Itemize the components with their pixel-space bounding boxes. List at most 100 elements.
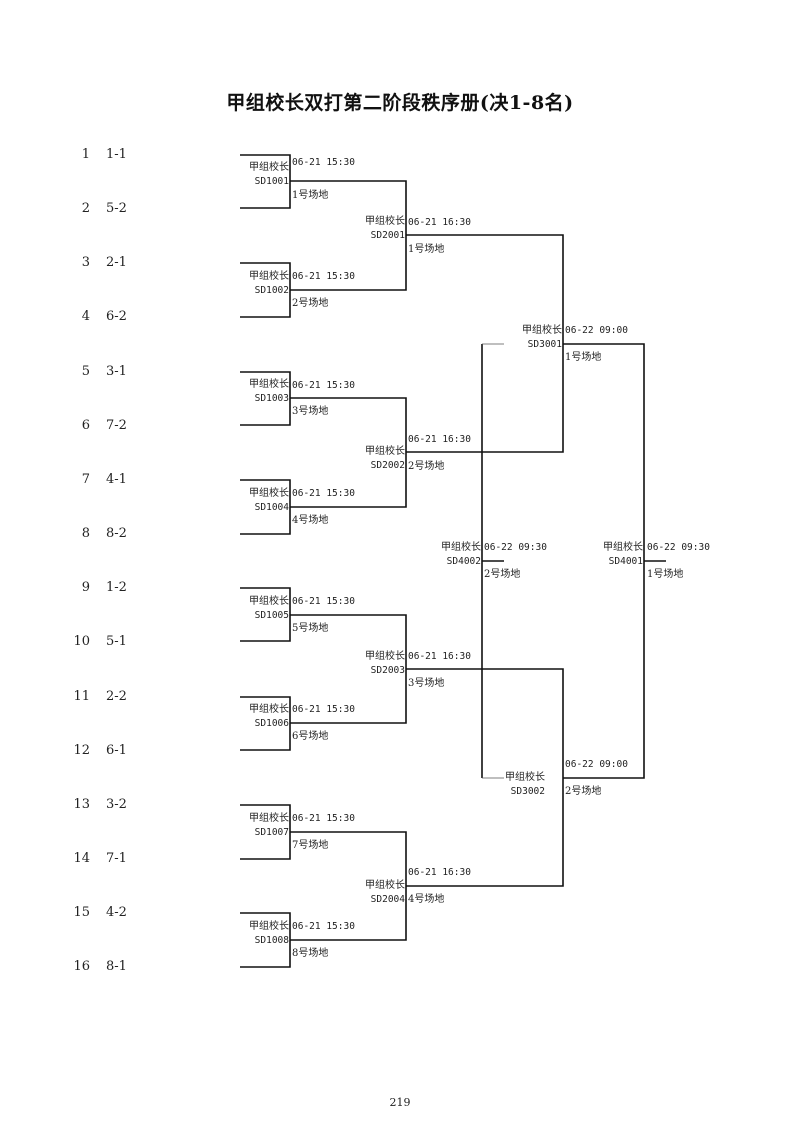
match-label-sd1008: 甲组校长 SD1008 [209, 921, 289, 947]
page-number: 219 [389, 1096, 411, 1109]
match-id: SD2003 [370, 665, 405, 676]
match-court: 1号场地 [408, 244, 445, 255]
match-court: 1号场地 [292, 190, 329, 201]
seed-number: 3 [81, 255, 90, 270]
match-court: 2号场地 [484, 569, 521, 580]
seed-number: 5 [81, 364, 90, 379]
match-time: 06-21 15:30 [292, 596, 355, 607]
match-group: 甲组校长 [522, 325, 562, 336]
seed-code: 3-2 [106, 797, 127, 812]
match-court: 7号场地 [292, 840, 329, 851]
match-court: 1号场地 [647, 569, 684, 580]
match-label-sd2003: 甲组校长 SD2003 [325, 651, 405, 677]
seed-number: 1 [81, 147, 90, 162]
match-label-sd2002: 甲组校长 SD2002 [325, 446, 405, 472]
match-label-sd1001: 甲组校长 SD1001 [209, 162, 289, 188]
seed-number: 11 [73, 689, 90, 704]
match-label-sd1002: 甲组校长 SD1002 [209, 271, 289, 297]
page-title: 甲组校长双打第二阶段秩序册(决1-8名) [226, 92, 574, 114]
match-label-sd4001: 甲组校长 SD4001 [563, 542, 643, 568]
match-label-sd1007: 甲组校长 SD1007 [209, 813, 289, 839]
match-court: 4号场地 [408, 894, 445, 905]
match-id: SD2004 [370, 894, 405, 905]
match-group: 甲组校长 [365, 446, 405, 457]
match-court: 6号场地 [292, 731, 329, 742]
match-group: 甲组校长 [249, 271, 289, 282]
match-time: 06-22 09:30 [647, 542, 710, 553]
match-label-sd1003: 甲组校长 SD1003 [209, 379, 289, 405]
seed-code: 1-1 [106, 147, 127, 162]
match-time: 06-21 16:30 [408, 217, 471, 228]
match-time: 06-21 16:30 [408, 434, 471, 445]
seed-number: 7 [81, 472, 90, 487]
match-time: 06-21 16:30 [408, 867, 471, 878]
match-label-sd1005: 甲组校长 SD1005 [209, 596, 289, 622]
seed-code: 6-1 [106, 743, 127, 758]
match-group: 甲组校长 [249, 162, 289, 173]
match-group: 甲组校长 [603, 542, 643, 553]
match-court: 5号场地 [292, 623, 329, 634]
match-id: SD1004 [254, 502, 289, 513]
match-group: 甲组校长 [249, 596, 289, 607]
match-time: 06-21 15:30 [292, 380, 355, 391]
match-id: SD3002 [510, 786, 545, 797]
match-court: 2号场地 [408, 461, 445, 472]
seed-code: 8-1 [106, 959, 127, 974]
match-group: 甲组校长 [441, 542, 481, 553]
match-group: 甲组校长 [365, 880, 405, 891]
match-time: 06-22 09:00 [565, 325, 628, 336]
match-group: 甲组校长 [249, 488, 289, 499]
match-group: 甲组校长 [249, 379, 289, 390]
match-time: 06-21 15:30 [292, 271, 355, 282]
match-label-sd2004: 甲组校长 SD2004 [325, 880, 405, 906]
seed-code: 1-2 [106, 580, 127, 595]
match-label-sd1004: 甲组校长 SD1004 [209, 488, 289, 514]
match-court: 1号场地 [565, 352, 602, 363]
seed-code: 6-2 [106, 309, 127, 324]
match-group: 甲组校长 [505, 772, 545, 783]
match-label-sd3001: 甲组校长 SD3001 [482, 325, 562, 351]
seed-code: 5-1 [106, 634, 127, 649]
match-id: SD1008 [254, 935, 289, 946]
match-id: SD1005 [254, 610, 289, 621]
match-group: 甲组校长 [365, 651, 405, 662]
match-court: 3号场地 [408, 678, 445, 689]
seed-code: 7-1 [106, 851, 127, 866]
match-time: 06-22 09:30 [484, 542, 547, 553]
match-id: SD3001 [527, 339, 562, 350]
seed-code: 4-1 [106, 472, 127, 487]
match-court: 2号场地 [292, 298, 329, 309]
match-id: SD2002 [370, 460, 405, 471]
match-id: SD1002 [254, 285, 289, 296]
match-group: 甲组校长 [249, 813, 289, 824]
seed-code: 2-2 [106, 689, 127, 704]
match-court: 3号场地 [292, 406, 329, 417]
seed-number: 14 [73, 851, 90, 866]
match-id: SD1003 [254, 393, 289, 404]
seed-number: 8 [81, 526, 90, 541]
match-time: 06-21 15:30 [292, 921, 355, 932]
match-time: 06-21 15:30 [292, 704, 355, 715]
match-court: 2号场地 [565, 786, 602, 797]
match-id: SD1007 [254, 827, 289, 838]
match-time: 06-21 15:30 [292, 813, 355, 824]
seed-code: 5-2 [106, 201, 127, 216]
match-id: SD1006 [254, 718, 289, 729]
seed-number: 4 [81, 309, 90, 324]
seed-number: 2 [81, 201, 90, 216]
match-id: SD4001 [608, 556, 643, 567]
match-id: SD2001 [370, 230, 405, 241]
match-group: 甲组校长 [249, 921, 289, 932]
match-id: SD1001 [254, 176, 289, 187]
seed-number: 12 [73, 743, 90, 758]
match-time: 06-21 16:30 [408, 651, 471, 662]
match-court: 4号场地 [292, 515, 329, 526]
match-time: 06-21 15:30 [292, 157, 355, 168]
seed-number: 13 [73, 797, 90, 812]
seed-code: 7-2 [106, 418, 127, 433]
seed-number: 9 [81, 580, 90, 595]
